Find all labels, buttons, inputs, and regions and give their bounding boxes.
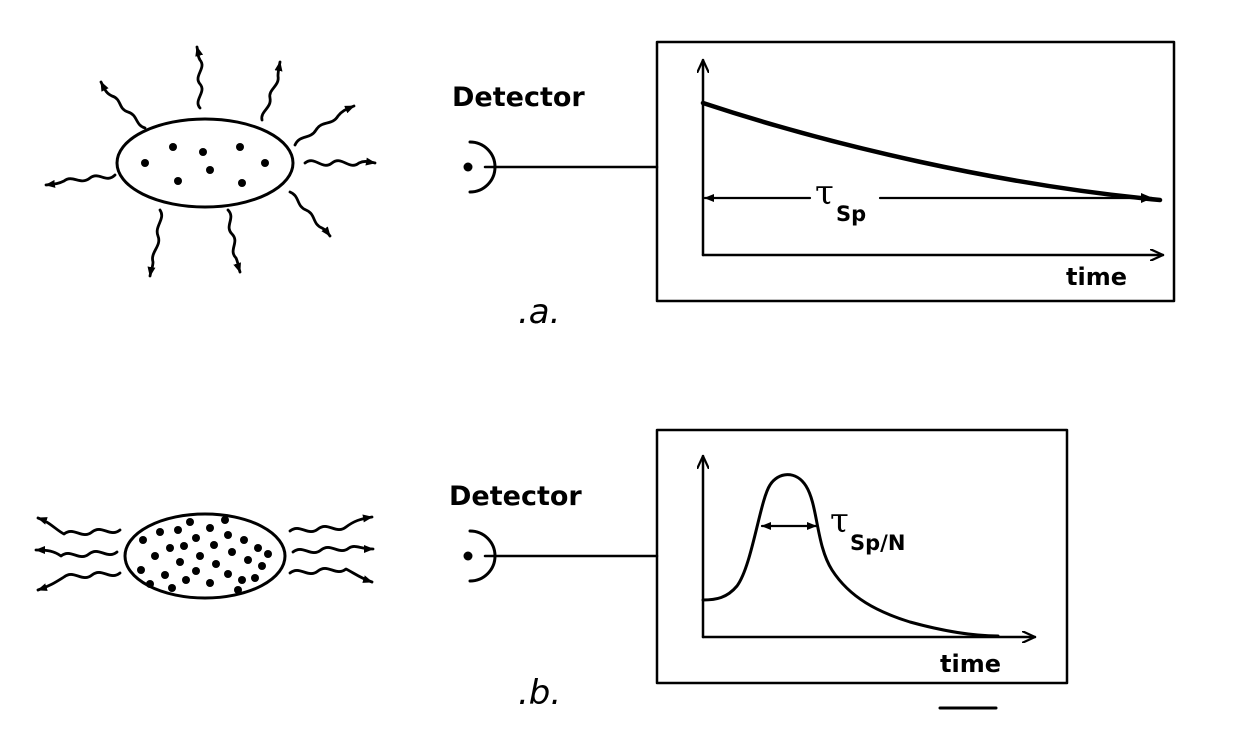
panel-label-a: .a. [518,292,560,332]
spontaneous-emitter-cloud [44,45,377,278]
emission-arrow [288,567,374,584]
emission-arrow [44,173,117,188]
panel-a: Detector τ Sp time .a. [44,40,1176,332]
emission-arrow [288,514,374,533]
plot-frame [655,40,1176,303]
panel-b: Detector τ Sp/N time .b. [34,428,1069,713]
tau-subscript: Sp [836,202,866,226]
emission-arrow [99,80,147,130]
emission-arrow [147,208,164,278]
tau-subscript: Sp/N [850,531,905,555]
atoms-sparse [141,143,269,187]
emission-arrow [195,45,204,110]
emission-arrow [291,544,375,554]
emission-arrow [288,190,332,238]
time-axis-label: time [940,650,1001,678]
detector-label: Detector [449,481,582,512]
emission-arrow [260,60,283,122]
atom-cloud-ellipse [123,512,287,600]
signal-plot-a: τ Sp time [655,40,1176,303]
exponential-decay-curve [700,100,1163,203]
directional-emission-arrows [34,514,375,592]
emission-arrow [36,516,122,536]
plot-frame [655,428,1069,685]
emission-arrow [36,571,122,592]
isotropic-emission-arrows [44,45,377,278]
superradiant-emitter-cloud [34,512,375,600]
panel-label-b: .b. [518,673,561,713]
emission-arrow [293,104,356,147]
tau-symbol: τ [815,173,834,213]
signal-plot-b: τ Sp/N time [655,428,1069,685]
superradiant-pulse-curve [701,473,1000,638]
emission-arrow [34,546,119,558]
atoms-dense [137,516,272,594]
tau-symbol: τ [830,501,849,541]
detector-label: Detector [452,82,585,113]
emission-arrow [303,157,377,167]
time-axis-label: time [1066,263,1127,291]
emission-arrow [226,208,242,274]
atom-cloud-ellipse [115,117,295,209]
